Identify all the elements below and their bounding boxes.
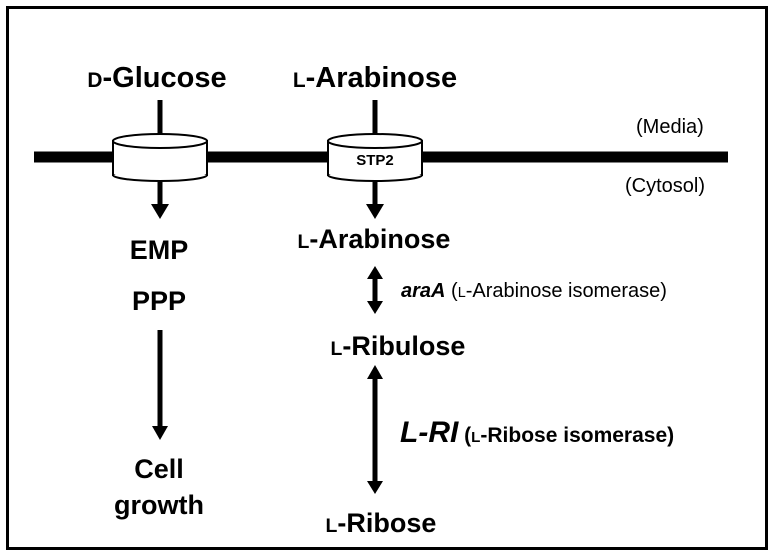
d-glucose-label: D-Glucose	[87, 64, 226, 93]
araa-enzyme-label: araA (L-Arabinose isomerase)	[401, 281, 667, 301]
l-arabinose-cytosol-prefix: L	[297, 231, 310, 253]
araa-open-paren: (	[445, 280, 458, 302]
araa-prefix: L	[457, 285, 466, 301]
ribulose-ribose-double-arrow	[367, 365, 383, 494]
ppp-to-growth-arrow	[152, 330, 168, 440]
lri-enzyme-name: -Ribose isomerase)	[480, 424, 675, 447]
d-glucose-prefix: D	[87, 69, 103, 92]
glucose-transporter	[112, 133, 208, 182]
l-ribose-name: -Ribose	[337, 508, 437, 538]
lri-enzyme-label: L-RI (L-Ribose isomerase)	[400, 418, 674, 448]
l-ribose-label: L-Ribose	[326, 510, 437, 537]
l-ribulose-name: -Ribulose	[342, 331, 466, 361]
l-ribulose-prefix: L	[330, 338, 343, 360]
araa-gene: araA	[401, 280, 446, 302]
lri-gene: L-RI	[400, 416, 459, 449]
cell-growth-label-line1: Cell	[134, 454, 184, 484]
l-arabinose-cytosol-name: -Arabinose	[309, 224, 451, 254]
stp2-label: STP2	[356, 152, 394, 169]
ppp-label: PPP	[131, 286, 187, 316]
diagram-frame	[6, 6, 768, 550]
l-arabinose-cytosol-label: L-Arabinose	[298, 226, 451, 253]
cell-growth-label-line2: growth	[114, 490, 204, 520]
arabinose-import-arrow	[366, 182, 384, 219]
l-ribulose-label: L-Ribulose	[331, 333, 466, 360]
l-ribose-prefix: L	[325, 515, 338, 537]
media-label: (Media)	[636, 116, 704, 138]
stp2-transporter	[327, 133, 423, 182]
cytosol-label: (Cytosol)	[625, 175, 706, 197]
l-arabinose-media-label: L-Arabinose	[293, 64, 457, 93]
araa-enzyme-name: -Arabinose isomerase)	[465, 280, 667, 302]
glucose-to-emp-arrow	[151, 182, 169, 219]
lri-open-paren: (	[458, 424, 472, 447]
lri-prefix: L	[471, 429, 481, 446]
l-arabinose-media-name: -Arabinose	[305, 62, 458, 94]
l-arabinose-media-prefix: L	[292, 69, 306, 92]
emp-label: EMP	[129, 235, 189, 265]
d-glucose-name: -Glucose	[102, 62, 227, 94]
arabinose-ribulose-double-arrow	[367, 266, 383, 314]
